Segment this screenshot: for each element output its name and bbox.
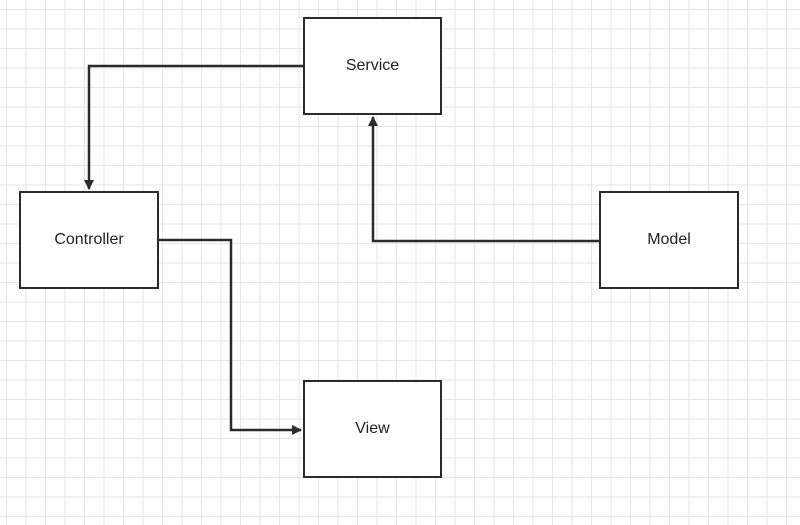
view-node[interactable]: View	[303, 380, 442, 478]
edge-controller-to-view	[159, 238, 302, 435]
edge-model-to-service	[368, 116, 599, 243]
model-node[interactable]: Model	[599, 191, 739, 289]
controller-label: Controller	[54, 231, 124, 248]
view-label: View	[355, 420, 390, 437]
edge-service-to-controller	[84, 64, 303, 190]
service-label: Service	[345, 57, 400, 74]
model-label: Model	[647, 231, 691, 248]
service-node[interactable]: Service	[303, 17, 442, 115]
controller-node[interactable]: Controller	[19, 191, 159, 289]
